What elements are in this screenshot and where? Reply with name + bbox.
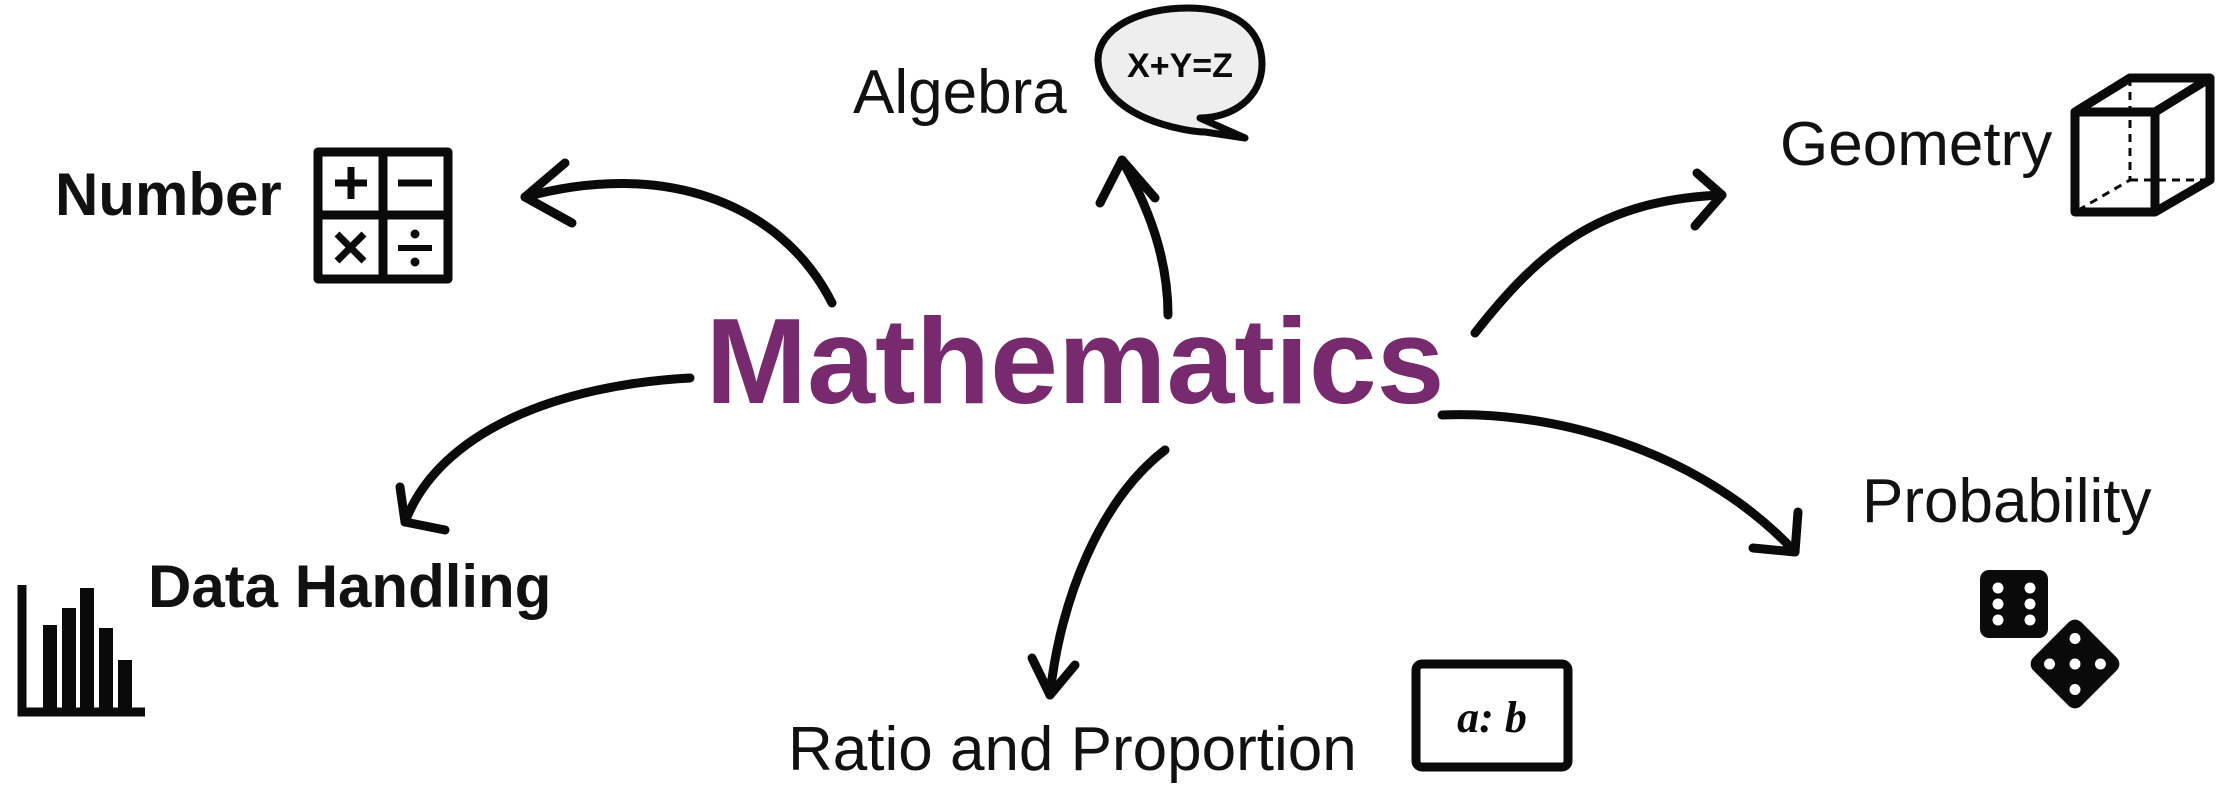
- arrow-to-algebra: [1095, 155, 1173, 320]
- label-number: Number: [55, 161, 282, 228]
- dice-icon: [1980, 570, 2120, 709]
- bar-chart-icon: [17, 585, 145, 717]
- center-title: Mathematics: [705, 293, 1444, 429]
- label-probability: Probability: [1862, 467, 2151, 536]
- arrow-to-data-handling: [395, 373, 695, 535]
- arrow-to-probability: [1437, 410, 1803, 557]
- label-algebra: Algebra: [853, 58, 1067, 127]
- arrow-to-number: [520, 158, 837, 308]
- speech-bubble-icon: X+Y=Z: [1094, 4, 1266, 142]
- bubble-equation: X+Y=Z: [1127, 47, 1233, 85]
- ratio-box-icon: a: b: [1411, 659, 1573, 772]
- label-geometry: Geometry: [1780, 110, 2052, 179]
- label-data-handling: Data Handling: [148, 553, 551, 620]
- calculator-operations-icon: [313, 147, 453, 284]
- arrow-to-geometry: [1470, 168, 1727, 338]
- cube-icon: [2070, 73, 2215, 217]
- arrow-to-ratio: [1027, 445, 1170, 700]
- label-ratio: Ratio and Proportion: [788, 715, 1357, 784]
- ratio-box-text: a: b: [1457, 693, 1527, 742]
